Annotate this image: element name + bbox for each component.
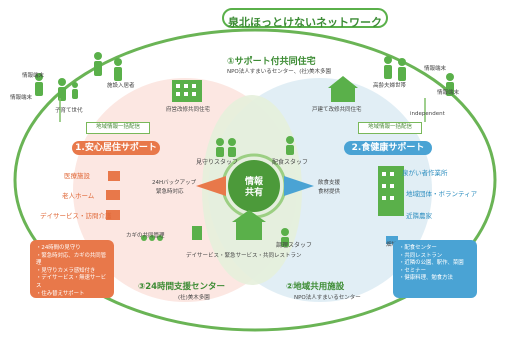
left-item-2: 老人ホーム bbox=[62, 192, 95, 200]
right-services-line-3: ・近隣の公園、駅作、菜園 bbox=[399, 260, 464, 267]
right-services-line-4: ・セミナー bbox=[399, 267, 426, 274]
left-services-line-2: ・緊急時対応、カギの共同管理 bbox=[36, 252, 107, 267]
left-resident-label: 施設入居者 bbox=[107, 83, 135, 89]
info-hub-circle bbox=[228, 160, 280, 212]
right-couple-label: 高齢夫婦世帯 bbox=[373, 83, 407, 89]
left-terminal-label-top: 情報端末 bbox=[22, 73, 45, 79]
right-service-icons bbox=[386, 236, 398, 244]
left-arrow-label-2: 緊急時対応 bbox=[156, 189, 184, 195]
right-arrow-label-1: 飲食支援 bbox=[318, 180, 341, 186]
right-services-line-2: ・共同レストラン bbox=[399, 252, 443, 259]
left-support-heading: 1.安心居住サポート bbox=[72, 141, 160, 155]
left-item-3: デイサービス・訪問介護 bbox=[40, 212, 112, 220]
right-terminal-label-top: 情報端末 bbox=[424, 66, 447, 72]
right-support-heading: 2.食健康サポート bbox=[344, 141, 432, 155]
left-key-label: カギの共同管理 bbox=[126, 233, 165, 239]
staff-cook-label: 調理スタッフ bbox=[276, 242, 313, 249]
left-family-label: 子育て世代 bbox=[55, 108, 83, 114]
right-arrow-label-2: 食材提供 bbox=[318, 189, 341, 195]
left-services-line-5: ・住み替えサポート bbox=[36, 290, 85, 297]
outer-network-ring bbox=[13, 28, 497, 332]
right-share-box: 地域情報一括配信 bbox=[358, 122, 422, 134]
facility-label: デイサービス・緊急サービス・共同レストラン bbox=[186, 253, 302, 259]
right-services-line-1: ・配食センター bbox=[399, 245, 437, 251]
left-building-label: 府営改修共同住宅 bbox=[166, 107, 211, 113]
right-services-box: ・配食センター ・共同レストラン ・近隣の公園、駅作、菜園 ・セミナー ・健康料… bbox=[393, 240, 477, 298]
right-services-line-5: ・健康料理、勉食方法 bbox=[399, 275, 453, 282]
bottom-left-heading: ③24時間支援センター bbox=[138, 282, 226, 292]
staff-watch-label: 見守りスタッフ bbox=[196, 159, 239, 166]
staff-delivery-label: 配食スタッフ bbox=[272, 159, 309, 166]
title-text: 泉北ほっとけないネットワーク bbox=[228, 16, 382, 29]
window-marks bbox=[176, 84, 394, 200]
left-service-icons bbox=[106, 171, 120, 220]
left-people-icons bbox=[35, 52, 122, 101]
title-banner: 泉北ほっとけないネットワーク bbox=[222, 8, 388, 29]
left-arrow bbox=[196, 176, 226, 196]
left-arrow-label-1: 24Hバックアップ bbox=[152, 180, 197, 186]
right-item-1: 泉がい者作業所 bbox=[402, 169, 448, 177]
right-people-icons bbox=[384, 56, 454, 96]
right-item-2: 地域団体・ボランティア bbox=[406, 190, 478, 198]
left-services-box: ・24時間の見守り ・緊急時対応、カギの共同管理 ・見守りカメラ感知付き ・デイ… bbox=[30, 240, 114, 298]
bottom-right-heading: ②地域共用施設 bbox=[286, 282, 345, 292]
left-item-1: 医療施設 bbox=[64, 172, 90, 180]
left-services-line-3: ・見守りカメラ感知付き bbox=[36, 267, 96, 274]
left-services-line-4: ・デイサービス・無速サービス bbox=[36, 275, 107, 289]
bottom-left-sub: (社)美木多園 bbox=[178, 295, 210, 301]
right-terminal-label-mid: 情報端末 bbox=[437, 90, 460, 96]
hub-label: 情報共有 bbox=[244, 177, 263, 198]
bottom-right-sub: NPO法人すまいるセンター bbox=[294, 295, 361, 301]
right-field-label: 畑地 bbox=[386, 242, 398, 248]
left-share-box: 地域情報一括配信 bbox=[86, 122, 150, 134]
left-terminal-label-mid: 情報端末 bbox=[10, 95, 33, 101]
right-building-label: 戸建て改修共同住宅 bbox=[312, 107, 362, 113]
left-services-line-1: ・24時間の見守り bbox=[36, 245, 81, 251]
right-item-3: 近隣農家 bbox=[406, 212, 432, 220]
top-subheading: NPO法人すまいるセンター、(社)美木多園 bbox=[227, 69, 331, 75]
right-arrow bbox=[284, 176, 314, 196]
staff-icons bbox=[141, 136, 294, 247]
top-heading: ①サポート付共同住宅 bbox=[227, 57, 316, 67]
right-single-label: independent bbox=[410, 111, 445, 117]
